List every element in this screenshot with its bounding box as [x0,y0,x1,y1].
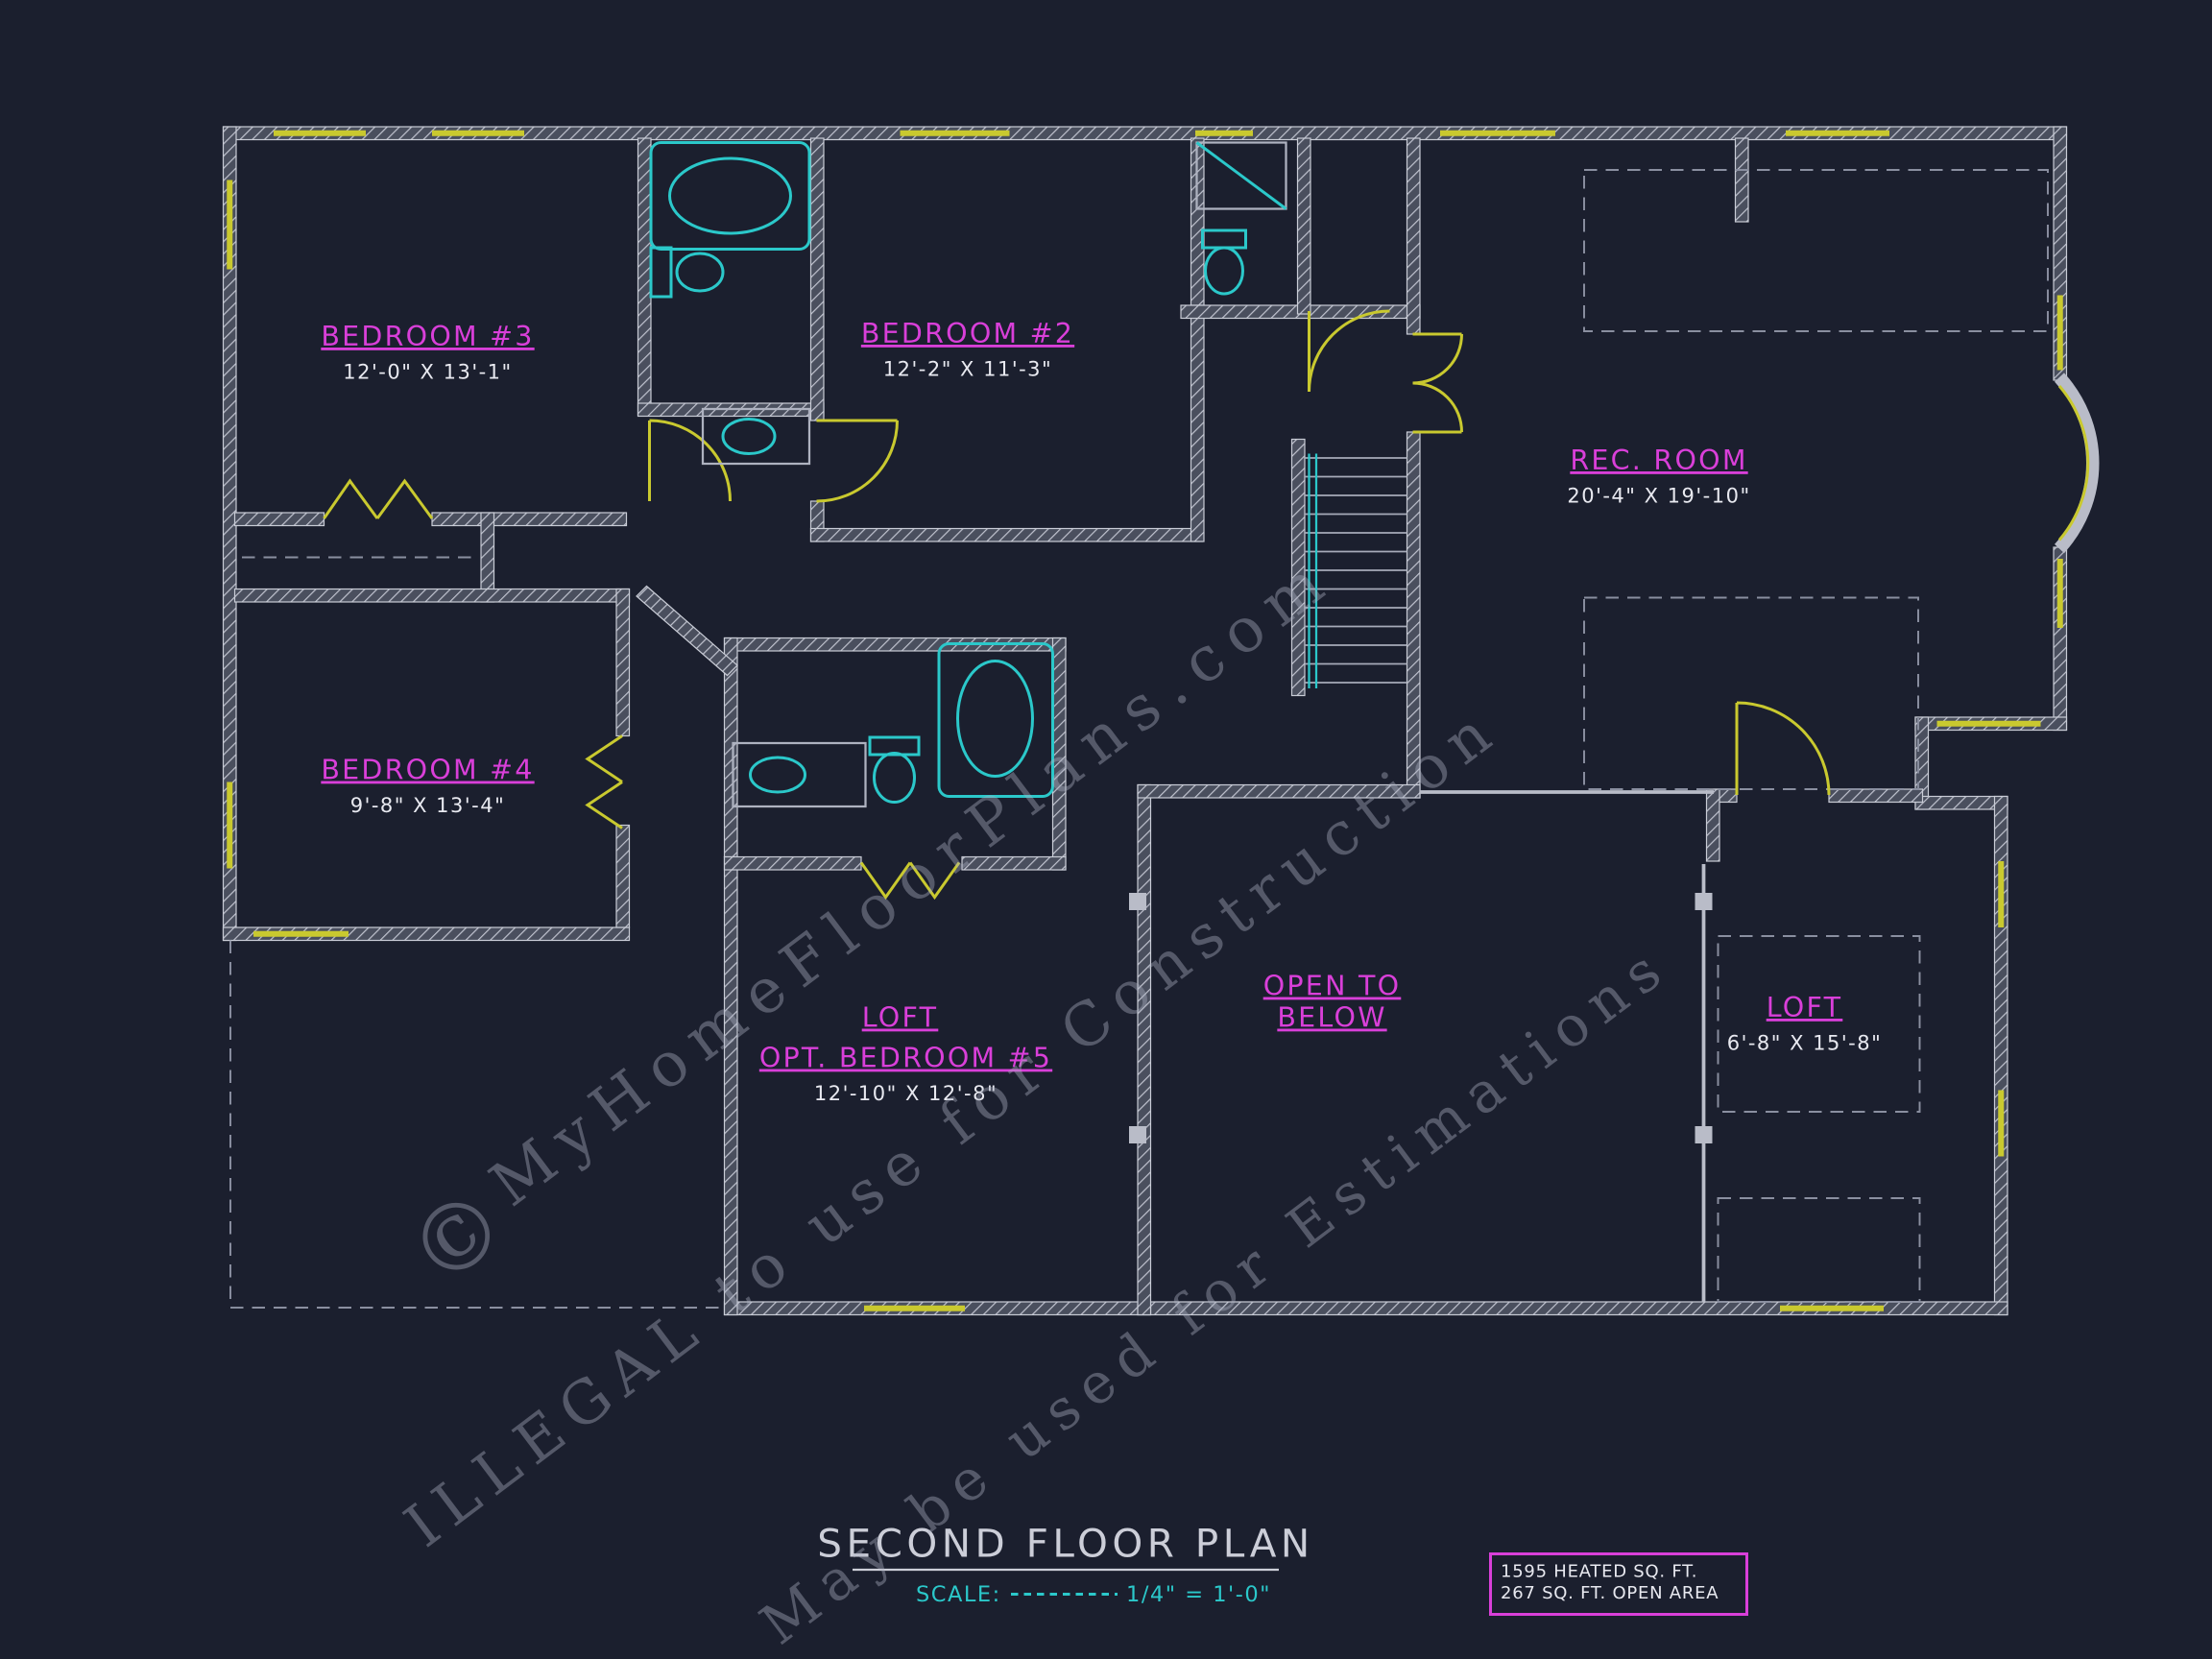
walls-layer [222,126,2100,1316]
room-dims-rec-room: 20'-4" X 19'-10" [1567,485,1750,508]
scale-value: 1/4" = 1'-0" [1126,1582,1271,1607]
bedroom3-bifold-door [323,478,434,519]
labels-layer: BEDROOM #3 12'-0" X 13'-1" BEDROOM #2 12… [321,318,1883,1105]
loft-door [1735,701,1831,796]
bathtub-2 [937,642,1054,798]
closet-door [1308,309,1390,393]
sink-2 [749,756,806,794]
toilet-bowl [675,252,725,293]
stairs [1305,453,1407,688]
bedroom2-door [816,419,899,503]
room-label-open-below-2: BELOW [1277,1002,1386,1034]
bath-bifold-door [859,861,961,901]
title-block: SECOND FLOOR PLAN SCALE: 1/4" = 1'-0" 15… [817,1521,1748,1616]
sink [721,418,777,455]
rec-room-double-door [1412,332,1463,434]
toilet-tank-2 [1201,228,1247,250]
area-summary-box [1489,1552,1748,1616]
bay-window-glass [2057,385,2090,541]
bedroom4-bifold-door [585,734,623,830]
toilet-tank [649,246,673,299]
hall-bath-door [648,419,732,502]
scale-label: SCALE: [916,1582,1001,1607]
angled-hall-wall [636,585,738,677]
room-dims-bedroom-4: 9'-8" X 13'-4" [350,794,506,817]
plan-title: SECOND FLOOR PLAN [817,1521,1313,1567]
room-label-open-below-1: OPEN TO [1263,971,1402,1002]
room-label-loft5: LOFT [862,1002,939,1034]
bay-window-wall [2054,373,2100,554]
room-label-rec-room: REC. ROOM [1570,445,1747,476]
vanity [701,407,811,466]
toilet-bowl-3 [873,752,916,804]
fixtures-layer [649,141,1287,808]
room-label-bedroom-2: BEDROOM #2 [861,318,1074,349]
toilet-bowl-2 [1204,246,1244,296]
area-line-1: 1595 HEATED SQ. FT. [1501,1562,1697,1582]
room-label-loft-right: LOFT [1767,992,1843,1023]
railing-layer [1129,790,1714,1302]
vanity-2 [732,741,867,808]
windows-layer [227,130,2090,1311]
bathtub [649,141,811,251]
room-label-loft5-opt: OPT. BEDROOM #5 [759,1043,1052,1074]
dashed-layer [229,169,2049,1309]
room-dims-bedroom-2: 12'-2" X 11'-3" [883,358,1052,381]
room-label-bedroom-4: BEDROOM #4 [321,755,534,786]
shower [1195,141,1287,210]
room-dims-bedroom-3: 12'-0" X 13'-1" [343,361,512,384]
room-dims-loft5: 12'-10" X 12'-8" [814,1082,998,1105]
room-dims-loft-right: 6'-8" X 15'-8" [1727,1032,1883,1055]
area-line-2: 267 SQ. FT. OPEN AREA [1501,1583,1719,1603]
room-label-bedroom-3: BEDROOM #3 [321,321,534,352]
doors-layer [323,309,1831,901]
